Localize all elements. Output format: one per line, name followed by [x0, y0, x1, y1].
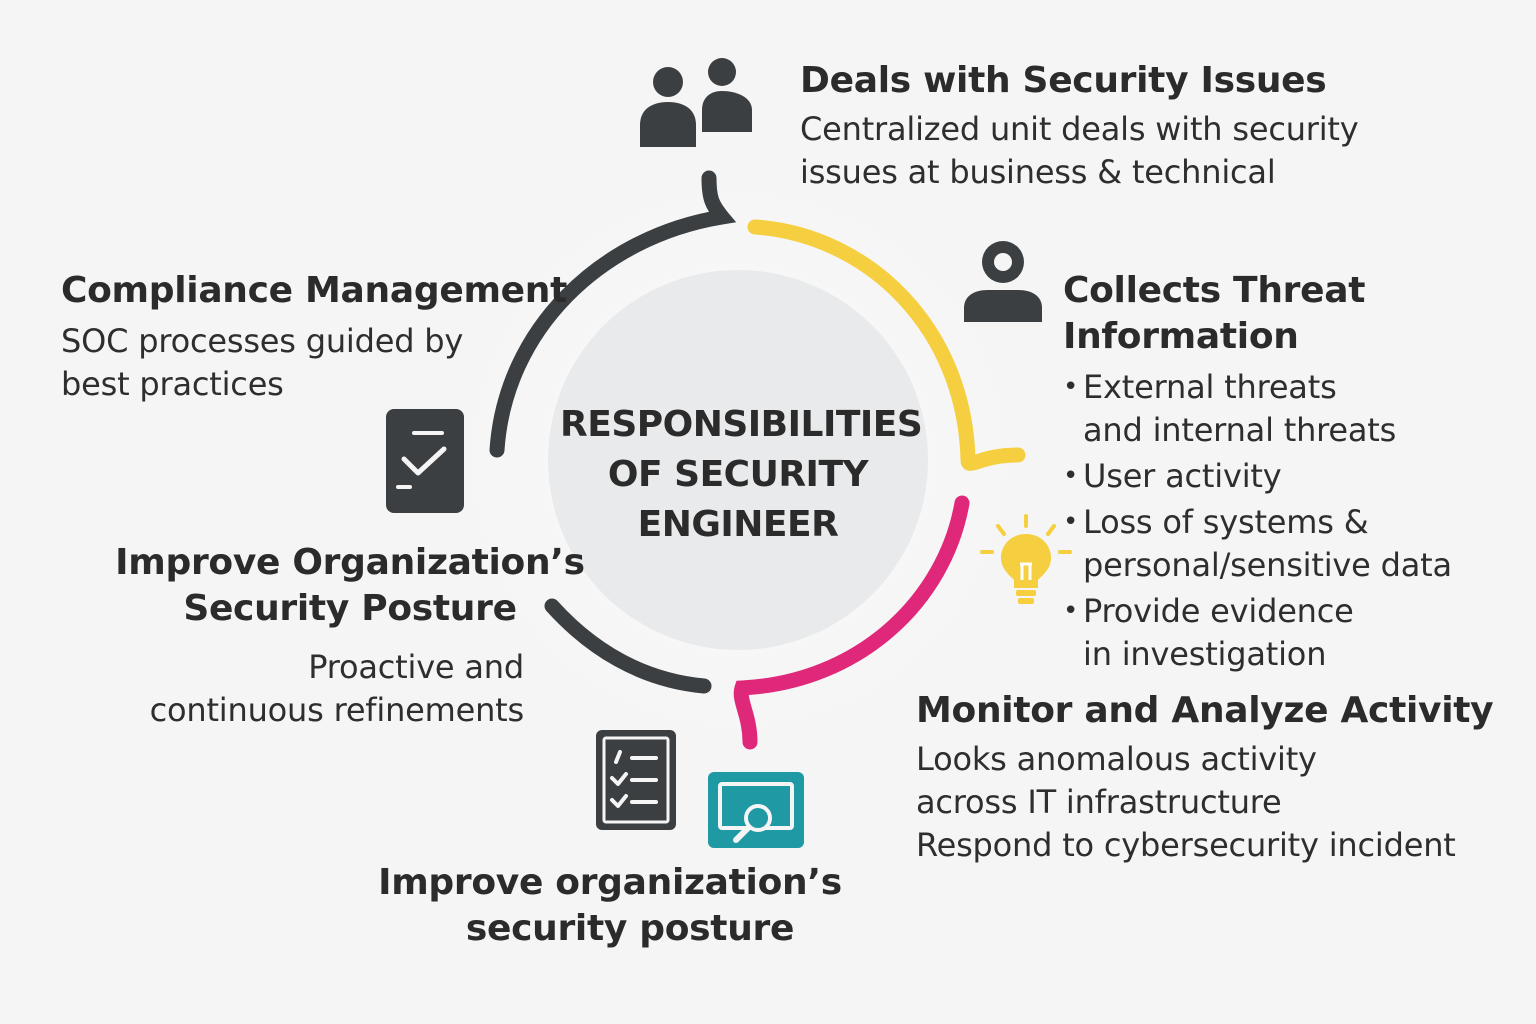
document-check-icon: [386, 409, 464, 513]
threat-bullet: External threats and internal threats: [1063, 366, 1523, 452]
threat-title-line: Information: [1063, 316, 1299, 357]
threat-bullets: External threats and internal threats Us…: [1063, 366, 1523, 676]
posture-left-title: Improve Organization’s Security Posture: [110, 540, 590, 632]
center-line: RESPONSIBILITIES: [560, 404, 923, 445]
posture-left-title-line: Security Posture: [183, 588, 517, 629]
compliance-block: Compliance Management SOC processes guid…: [61, 268, 581, 406]
arc-dark-top: [489, 170, 737, 458]
monitor-desc-line: across IT infrastructure: [916, 783, 1282, 821]
posture-bottom-title-line: security posture: [465, 908, 795, 949]
compliance-title: Compliance Management: [61, 270, 568, 311]
monitor-desc-line: Respond to cybersecurity incident: [916, 826, 1456, 864]
monitor-desc: Looks anomalous activity across IT infra…: [916, 738, 1516, 867]
center-title: RESPONSIBILITIES OF SECURITY ENGINEER: [560, 400, 923, 550]
screen-search-icon: [708, 772, 804, 848]
threat-block: Collects Threat Information External thr…: [1063, 268, 1523, 679]
posture-left-title-line: Improve Organization’s: [115, 542, 585, 583]
posture-bottom-title: Improve organization’s security posture: [370, 860, 850, 952]
deals-desc-line: issues at business & technical: [800, 153, 1276, 191]
center-line: ENGINEER: [637, 504, 839, 545]
checklist-icon: [596, 730, 676, 830]
center-line: OF SECURITY: [607, 454, 869, 495]
posture-bottom-block: Improve organization’s security posture: [370, 860, 850, 952]
deals-desc: Centralized unit deals with security iss…: [800, 108, 1400, 194]
deals-title: Deals with Security Issues: [800, 60, 1327, 101]
arc-yellow: [747, 219, 1026, 471]
monitor-block: Monitor and Analyze Activity Looks anoma…: [916, 688, 1516, 867]
compliance-desc: SOC processes guided by best practices: [61, 320, 581, 406]
users-icon: [640, 58, 752, 147]
threat-bullet: Loss of systems & personal/sensitive dat…: [1063, 501, 1523, 587]
deals-desc-line: Centralized unit deals with security: [800, 110, 1359, 148]
posture-left-desc: Proactive and continuous refinements: [110, 646, 525, 732]
arc-magenta: [733, 495, 970, 750]
center-circle: [548, 270, 928, 650]
posture-left-block: Improve Organization’s Security Posture: [110, 540, 590, 632]
posture-left-desc-line: Proactive and: [308, 648, 524, 686]
threat-title: Collects Threat Information: [1063, 268, 1523, 360]
threat-title-line: Collects Threat: [1063, 270, 1366, 311]
monitor-title: Monitor and Analyze Activity: [916, 690, 1494, 731]
compliance-desc-line: SOC processes guided by: [61, 322, 464, 360]
lightbulb-icon: [980, 514, 1072, 604]
posture-left-desc-line: continuous refinements: [149, 691, 525, 729]
compliance-desc-line: best practices: [61, 365, 284, 403]
user-icon: [964, 241, 1042, 322]
arc-dark-bottom: [544, 598, 712, 694]
threat-bullet: Provide evidence in investigation: [1063, 590, 1523, 676]
posture-bottom-title-line: Improve organization’s: [378, 862, 842, 903]
threat-bullet: User activity: [1063, 455, 1523, 498]
monitor-desc-line: Looks anomalous activity: [916, 740, 1317, 778]
deals-block: Deals with Security Issues Centralized u…: [800, 58, 1400, 194]
